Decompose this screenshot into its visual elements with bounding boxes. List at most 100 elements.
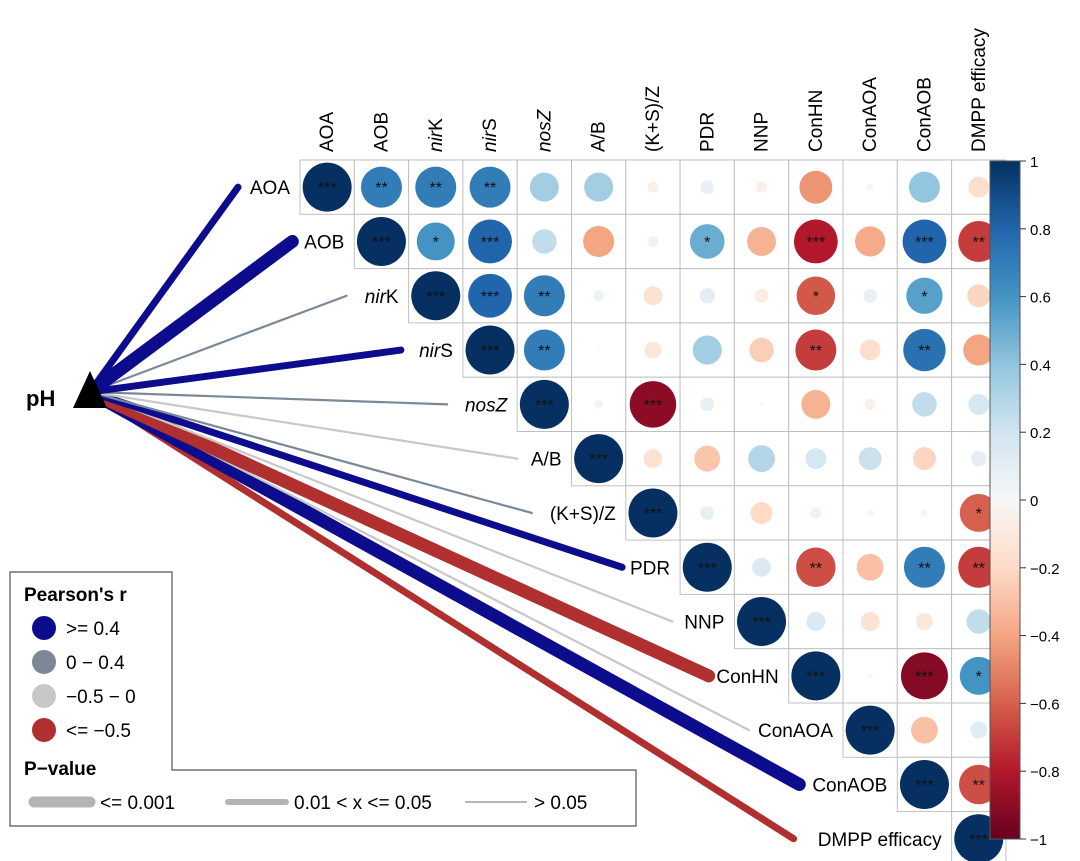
- cell-circle-9-10: [867, 673, 873, 679]
- cell-circle-6-9: [810, 507, 822, 519]
- legend-r-label: >= 0.4: [66, 619, 120, 640]
- column-label-conaob: ConAOB: [914, 77, 935, 152]
- cell-significance-2-4: **: [538, 289, 550, 306]
- cell-circle-1-9: [793, 219, 838, 264]
- correlation-matrix: ****************************************…: [299, 159, 1007, 861]
- cell-circle-6-10: [866, 509, 874, 517]
- cell-circle-8-11: [915, 613, 933, 631]
- column-label-dmpp-efficacy: DMPP efficacy: [969, 28, 990, 152]
- cell-circle-7-10: [856, 553, 884, 581]
- legend-r-swatch: [32, 616, 56, 640]
- cell-circle-3-4: [523, 329, 565, 371]
- cell-circle-1-11: [902, 219, 947, 264]
- cell-circle-7-11: [903, 546, 945, 588]
- legend-r-title: Pearson's r: [24, 585, 127, 606]
- column-label-aob: AOB: [371, 112, 392, 152]
- cell-circle-9-11: [900, 652, 948, 700]
- legend-r-label: 0 − 0.4: [66, 653, 125, 674]
- cell-circle-4-7: [700, 397, 715, 412]
- ph-link-conhn: [83, 385, 716, 683]
- cell-circle-3-3: [465, 325, 515, 375]
- cell-circle-2-11: [906, 277, 943, 314]
- cell-circle-0-9: [799, 170, 833, 204]
- ph-link-nosz: [88, 390, 449, 406]
- cell-circle-4-8: [760, 402, 764, 406]
- cell-significance-3-3: ***: [481, 343, 500, 360]
- column-label-nirk: nirK: [426, 118, 447, 152]
- cell-circle-5-8: [748, 445, 775, 473]
- cell-circle-1-5: [583, 225, 615, 257]
- cell-circle-0-0: [302, 162, 352, 212]
- cell-circle-6-6: [628, 488, 678, 538]
- cell-circle-5-12: [971, 450, 987, 467]
- cell-significance-1-3: ***: [481, 234, 500, 251]
- cell-circle-0-6: [647, 181, 659, 193]
- colorbar-tick-label: 0.8: [1030, 222, 1051, 239]
- ph-link-nirk: [88, 294, 348, 394]
- cell-circle-0-10: [866, 183, 874, 191]
- cell-significance-12-12: ***: [969, 832, 988, 849]
- cell-circle-10-12: [970, 721, 988, 739]
- ph-link-pdr: [86, 388, 626, 571]
- cell-significance-0-2: **: [430, 180, 442, 197]
- cell-circle-8-10: [860, 612, 880, 632]
- cell-significance-3-9: **: [810, 343, 822, 360]
- ph-link-nirs: [86, 346, 405, 396]
- cell-circle-5-9: [805, 448, 827, 470]
- legend-p-title: P−value: [24, 759, 96, 780]
- colorbar-tick-label: −0.4: [1030, 629, 1060, 646]
- cell-circle-2-8: [754, 288, 769, 303]
- cell-significance-10-10: ***: [861, 723, 880, 740]
- cell-circle-8-8: [737, 597, 787, 647]
- cell-0-4: [516, 159, 573, 215]
- cell-circle-2-4: [523, 275, 565, 317]
- cell-circle-3-6: [644, 341, 662, 359]
- cell-circle-1-2: [416, 222, 455, 261]
- cell-significance-9-9: ***: [807, 669, 826, 686]
- cell-significance-11-12: **: [973, 777, 985, 794]
- cell-circle-5-10: [858, 447, 882, 471]
- cell-significance-4-4: ***: [535, 397, 554, 414]
- cell-7-8: [733, 539, 790, 595]
- cell-circle-2-12: [967, 284, 991, 308]
- cell-significance-11-11: ***: [915, 777, 934, 794]
- row-label-k-s-z: (K+S)/Z: [550, 504, 616, 525]
- cell-circle-4-11: [912, 392, 937, 417]
- cell-circle-0-2: [415, 166, 457, 208]
- cell-circle-6-8: [750, 501, 773, 524]
- cell-significance-1-1: ***: [372, 234, 391, 251]
- cell-circle-9-12: [959, 656, 998, 695]
- row-label-pdr: PDR: [630, 558, 670, 579]
- cell-significance-7-7: ***: [698, 560, 717, 577]
- cell-circle-1-8: [747, 226, 777, 256]
- cell-significance-1-11: ***: [915, 234, 934, 251]
- column-label-nosz: nosZ: [534, 108, 555, 152]
- column-label-conaoa: ConAOA: [860, 77, 881, 152]
- cell-circle-11-11: [899, 759, 949, 809]
- column-label-nirs: nirS: [480, 118, 501, 152]
- cell-circle-4-10: [864, 398, 876, 410]
- colorbar-tick-label: 0.2: [1030, 425, 1051, 442]
- ph-link-aoa: [86, 183, 242, 396]
- cell-circle-1-4: [532, 229, 557, 254]
- cell-circle-9-9: [791, 651, 841, 701]
- cell-circle-4-12: [968, 393, 990, 415]
- cell-significance-9-11: ***: [915, 669, 934, 686]
- cell-circle-6-11: [920, 509, 928, 517]
- colorbar-tick-label: 1: [1030, 154, 1038, 171]
- cell-circle-10-11: [911, 716, 938, 744]
- row-label-a-b: A/B: [531, 450, 562, 471]
- cell-circle-1-1: [356, 216, 406, 266]
- cell-significance-5-5: ***: [589, 452, 608, 469]
- cell-circle-2-7: [699, 288, 715, 304]
- ph-link-conaob: [83, 385, 806, 791]
- colorbar-gradient: [989, 160, 1021, 840]
- colorbar-tick-label: −1: [1030, 832, 1047, 849]
- legend-r-label: −0.5 − 0: [66, 687, 136, 708]
- cell-significance-6-12: *: [976, 506, 982, 523]
- ph-label: pH: [26, 386, 55, 411]
- cell-circle-1-6: [647, 235, 659, 247]
- cell-significance-4-6: ***: [644, 397, 663, 414]
- cell-significance-0-3: **: [484, 180, 496, 197]
- legend: Pearson's r>= 0.40 − 0.4−0.5 − 0<= −0.5P…: [9, 571, 637, 827]
